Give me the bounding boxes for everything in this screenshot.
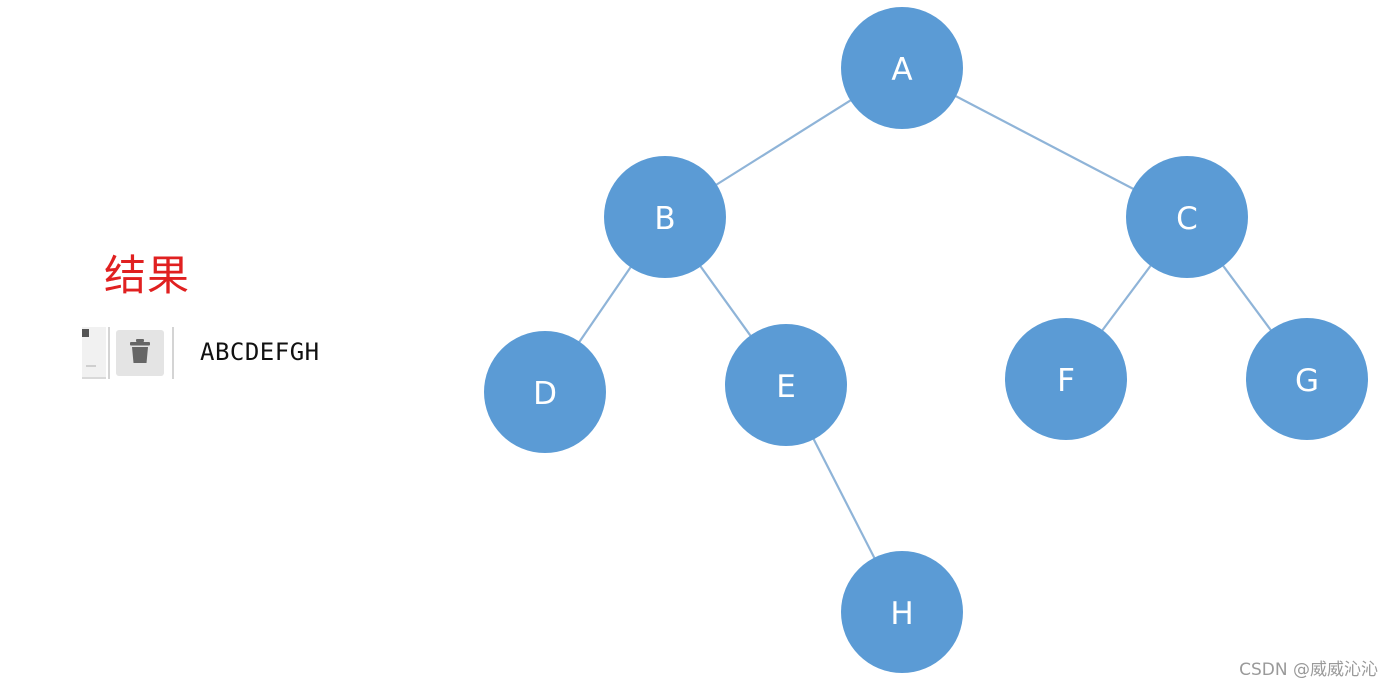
tree-node-circle <box>1126 156 1248 278</box>
watermark: CSDN @威威沁沁 <box>1239 660 1378 680</box>
tree-node-d: D <box>484 331 606 453</box>
tree-node-b: B <box>604 156 726 278</box>
tree-node-label: D <box>533 376 557 412</box>
tree-node-circle <box>1246 318 1368 440</box>
tree-node-label: H <box>890 596 913 632</box>
tree-node-label: B <box>654 201 675 237</box>
tree-node-circle <box>725 324 847 446</box>
tree-node-e: E <box>725 324 847 446</box>
tree-node-circle <box>484 331 606 453</box>
tree-node-a: A <box>841 7 963 129</box>
tree-node-label: F <box>1057 363 1075 399</box>
tree-node-label: G <box>1295 363 1319 399</box>
tree-node-g: G <box>1246 318 1368 440</box>
toolbar-divider <box>108 327 110 379</box>
result-heading: 结果 <box>104 251 191 300</box>
tree-node-f: F <box>1005 318 1127 440</box>
tree-node-label: E <box>776 369 796 405</box>
console-panel-edge <box>82 327 106 379</box>
tree-node-c: C <box>1126 156 1248 278</box>
trash-icon <box>129 338 151 368</box>
tree-node-circle <box>1005 318 1127 440</box>
tree-node-circle <box>841 551 963 673</box>
clear-console-button[interactable] <box>116 330 164 376</box>
console-output: ABCDEFGH <box>200 338 320 366</box>
tree-node-label: C <box>1176 201 1198 237</box>
tree-node-h: H <box>841 551 963 673</box>
tree-node-circle <box>604 156 726 278</box>
console-toolbar <box>82 327 176 379</box>
tree-node-circle <box>841 7 963 129</box>
toolbar-divider <box>172 327 174 379</box>
tree-node-label: A <box>891 52 912 88</box>
